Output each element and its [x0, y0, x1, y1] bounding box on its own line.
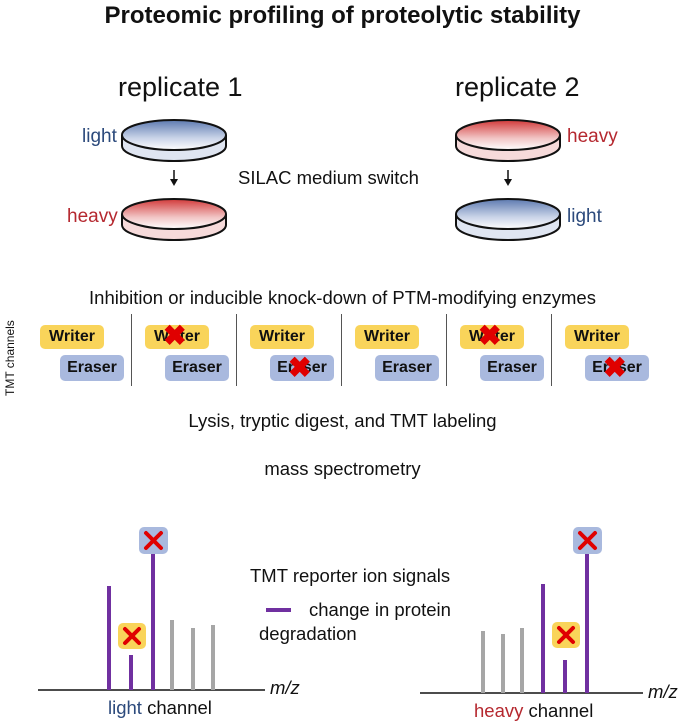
writer-marker	[552, 622, 580, 648]
eraser-chip: Eraser	[375, 355, 439, 381]
light-word: light	[108, 697, 142, 718]
eraser-chip: Eraser	[585, 355, 649, 381]
replicate-1-label: replicate 1	[118, 72, 243, 102]
rep2-top-label: heavy	[567, 126, 618, 147]
light-spectrum	[38, 527, 265, 691]
writer-chip: Writer	[145, 325, 209, 349]
legend-title: TMT reporter ion signals	[250, 565, 451, 586]
inhibition-label: Inhibition or inducible knock-down of PT…	[89, 287, 596, 308]
channel-word: channel	[523, 700, 594, 721]
dish-rep1-light	[121, 119, 227, 162]
eraser-marker	[139, 527, 168, 554]
rep2-bottom-label: light	[567, 206, 602, 227]
heavy-spectrum	[420, 527, 643, 694]
writer-chip: Writer	[460, 325, 524, 349]
replicate-2-label: replicate 2	[455, 72, 580, 102]
heavy-channel-label: heavy channel	[474, 700, 593, 722]
heavy-mz-label: m/z	[648, 681, 678, 702]
eraser-chip: Eraser	[270, 355, 334, 381]
cross-icon: ✖	[478, 320, 502, 351]
channel-separator	[341, 314, 342, 386]
heavy-word: heavy	[474, 700, 524, 721]
eraser-marker	[573, 527, 602, 554]
eraser-chip: Eraser	[165, 355, 229, 381]
writer-chip: Writer	[250, 325, 314, 349]
diagram-title: Proteomic profiling of proteolytic stabi…	[104, 2, 581, 29]
eraser-chip: Eraser	[60, 355, 124, 381]
writer-chip: Writer	[565, 325, 629, 349]
legend-line1: change in protein	[309, 599, 451, 620]
dish-rep1-heavy	[121, 198, 227, 241]
light-channel-label: light channel	[108, 697, 212, 719]
arrow-rep1	[170, 170, 178, 186]
channel-separator	[236, 314, 237, 386]
silac-switch-label: SILAC medium switch	[238, 167, 419, 188]
channel-separator	[446, 314, 447, 386]
tmt-channels-label: TMT channels	[3, 320, 17, 396]
light-mz-label: m/z	[270, 677, 300, 698]
cross-icon	[557, 626, 575, 644]
channel-separator	[551, 314, 552, 386]
dish-rep2-heavy	[455, 119, 561, 162]
dish-rep2-light	[455, 198, 561, 241]
cross-icon	[123, 627, 141, 645]
culture-dishes	[121, 119, 561, 241]
arrow-rep2	[504, 170, 512, 186]
eraser-chip: Eraser	[480, 355, 544, 381]
rep1-bottom-label: heavy	[67, 206, 118, 227]
ms-label: mass spectrometry	[264, 458, 421, 479]
writer-chip: Writer	[40, 325, 104, 349]
rep1-top-label: light	[82, 126, 117, 147]
cross-icon: ✖	[288, 352, 312, 383]
legend-line2: degradation	[259, 623, 357, 644]
channel-separator	[131, 314, 132, 386]
writer-chip: Writer	[355, 325, 419, 349]
writer-marker	[118, 623, 146, 649]
cross-icon	[144, 531, 163, 550]
cross-icon	[578, 531, 597, 550]
lysis-label: Lysis, tryptic digest, and TMT labeling	[188, 410, 497, 431]
channel-word: channel	[141, 697, 212, 718]
cross-icon: ✖	[163, 320, 187, 351]
cross-icon: ✖	[603, 352, 627, 383]
